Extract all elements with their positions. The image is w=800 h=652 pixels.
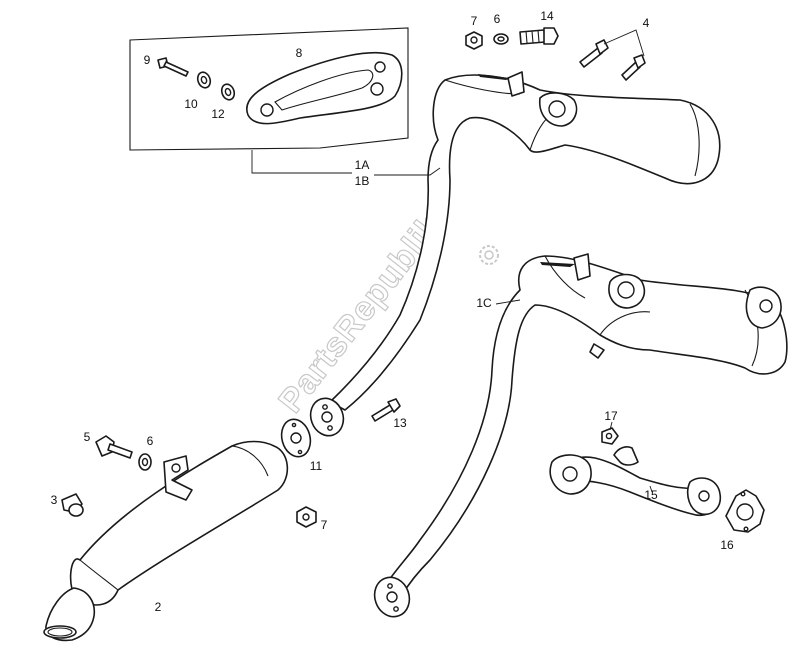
part-1a-1b-exhaust-pipe (329, 71, 721, 411)
callout-8: 8 (296, 46, 303, 60)
leader-lines (374, 167, 653, 493)
callout-13: 13 (393, 416, 407, 430)
part-4-studs (579, 29, 646, 81)
part-7-nut-lower (296, 506, 317, 528)
part-11-gasket (280, 418, 312, 458)
callout-11: 11 (310, 459, 323, 473)
part-12-spacer (220, 83, 236, 101)
part-14-bolt (519, 27, 559, 45)
callout-7-top: 7 (471, 14, 478, 28)
callout-1a: 1A (355, 158, 370, 172)
part-7-nut-top (465, 31, 483, 50)
callout-17: 17 (604, 409, 618, 423)
callout-labels: 1A 1B 1C 2 3 4 5 6 6 7 7 8 9 10 11 12 13… (51, 9, 734, 614)
callout-15: 15 (644, 488, 658, 502)
part-2-silencer (43, 440, 289, 642)
callout-16: 16 (720, 538, 734, 552)
pipe-end-flange-2 (373, 576, 411, 618)
watermark-gear-icon (479, 245, 499, 265)
part-16-gasket (725, 489, 765, 533)
callout-7-lower: 7 (321, 518, 328, 532)
part-3-rubber-mount (61, 493, 84, 517)
callout-6-lower: 6 (147, 434, 154, 448)
part-13-bolt (371, 398, 401, 422)
callout-1b: 1B (355, 174, 370, 188)
part-5-bolt (95, 435, 133, 459)
part-6-washer-lower (138, 453, 152, 471)
pipe-end-flange-1 (309, 397, 345, 437)
callout-2: 2 (155, 600, 162, 614)
part-1c-exhaust-pipe (381, 253, 788, 596)
part-8-heat-shield (246, 52, 403, 125)
callout-6-top: 6 (494, 12, 501, 26)
part-9-screw (157, 57, 189, 77)
part-17-clamp (601, 427, 619, 445)
callout-3: 3 (51, 493, 58, 507)
callout-12: 12 (211, 107, 225, 121)
part-15-pipe (549, 446, 722, 517)
callout-5: 5 (84, 430, 91, 444)
heat-shield-inset-box (129, 27, 409, 174)
callout-10: 10 (184, 97, 198, 111)
callout-4: 4 (643, 16, 650, 30)
callout-14: 14 (540, 9, 554, 23)
part-6-washer-top (493, 33, 509, 45)
part-10-washer (196, 71, 212, 89)
callout-9: 9 (144, 53, 151, 67)
callout-1c: 1C (476, 296, 492, 310)
